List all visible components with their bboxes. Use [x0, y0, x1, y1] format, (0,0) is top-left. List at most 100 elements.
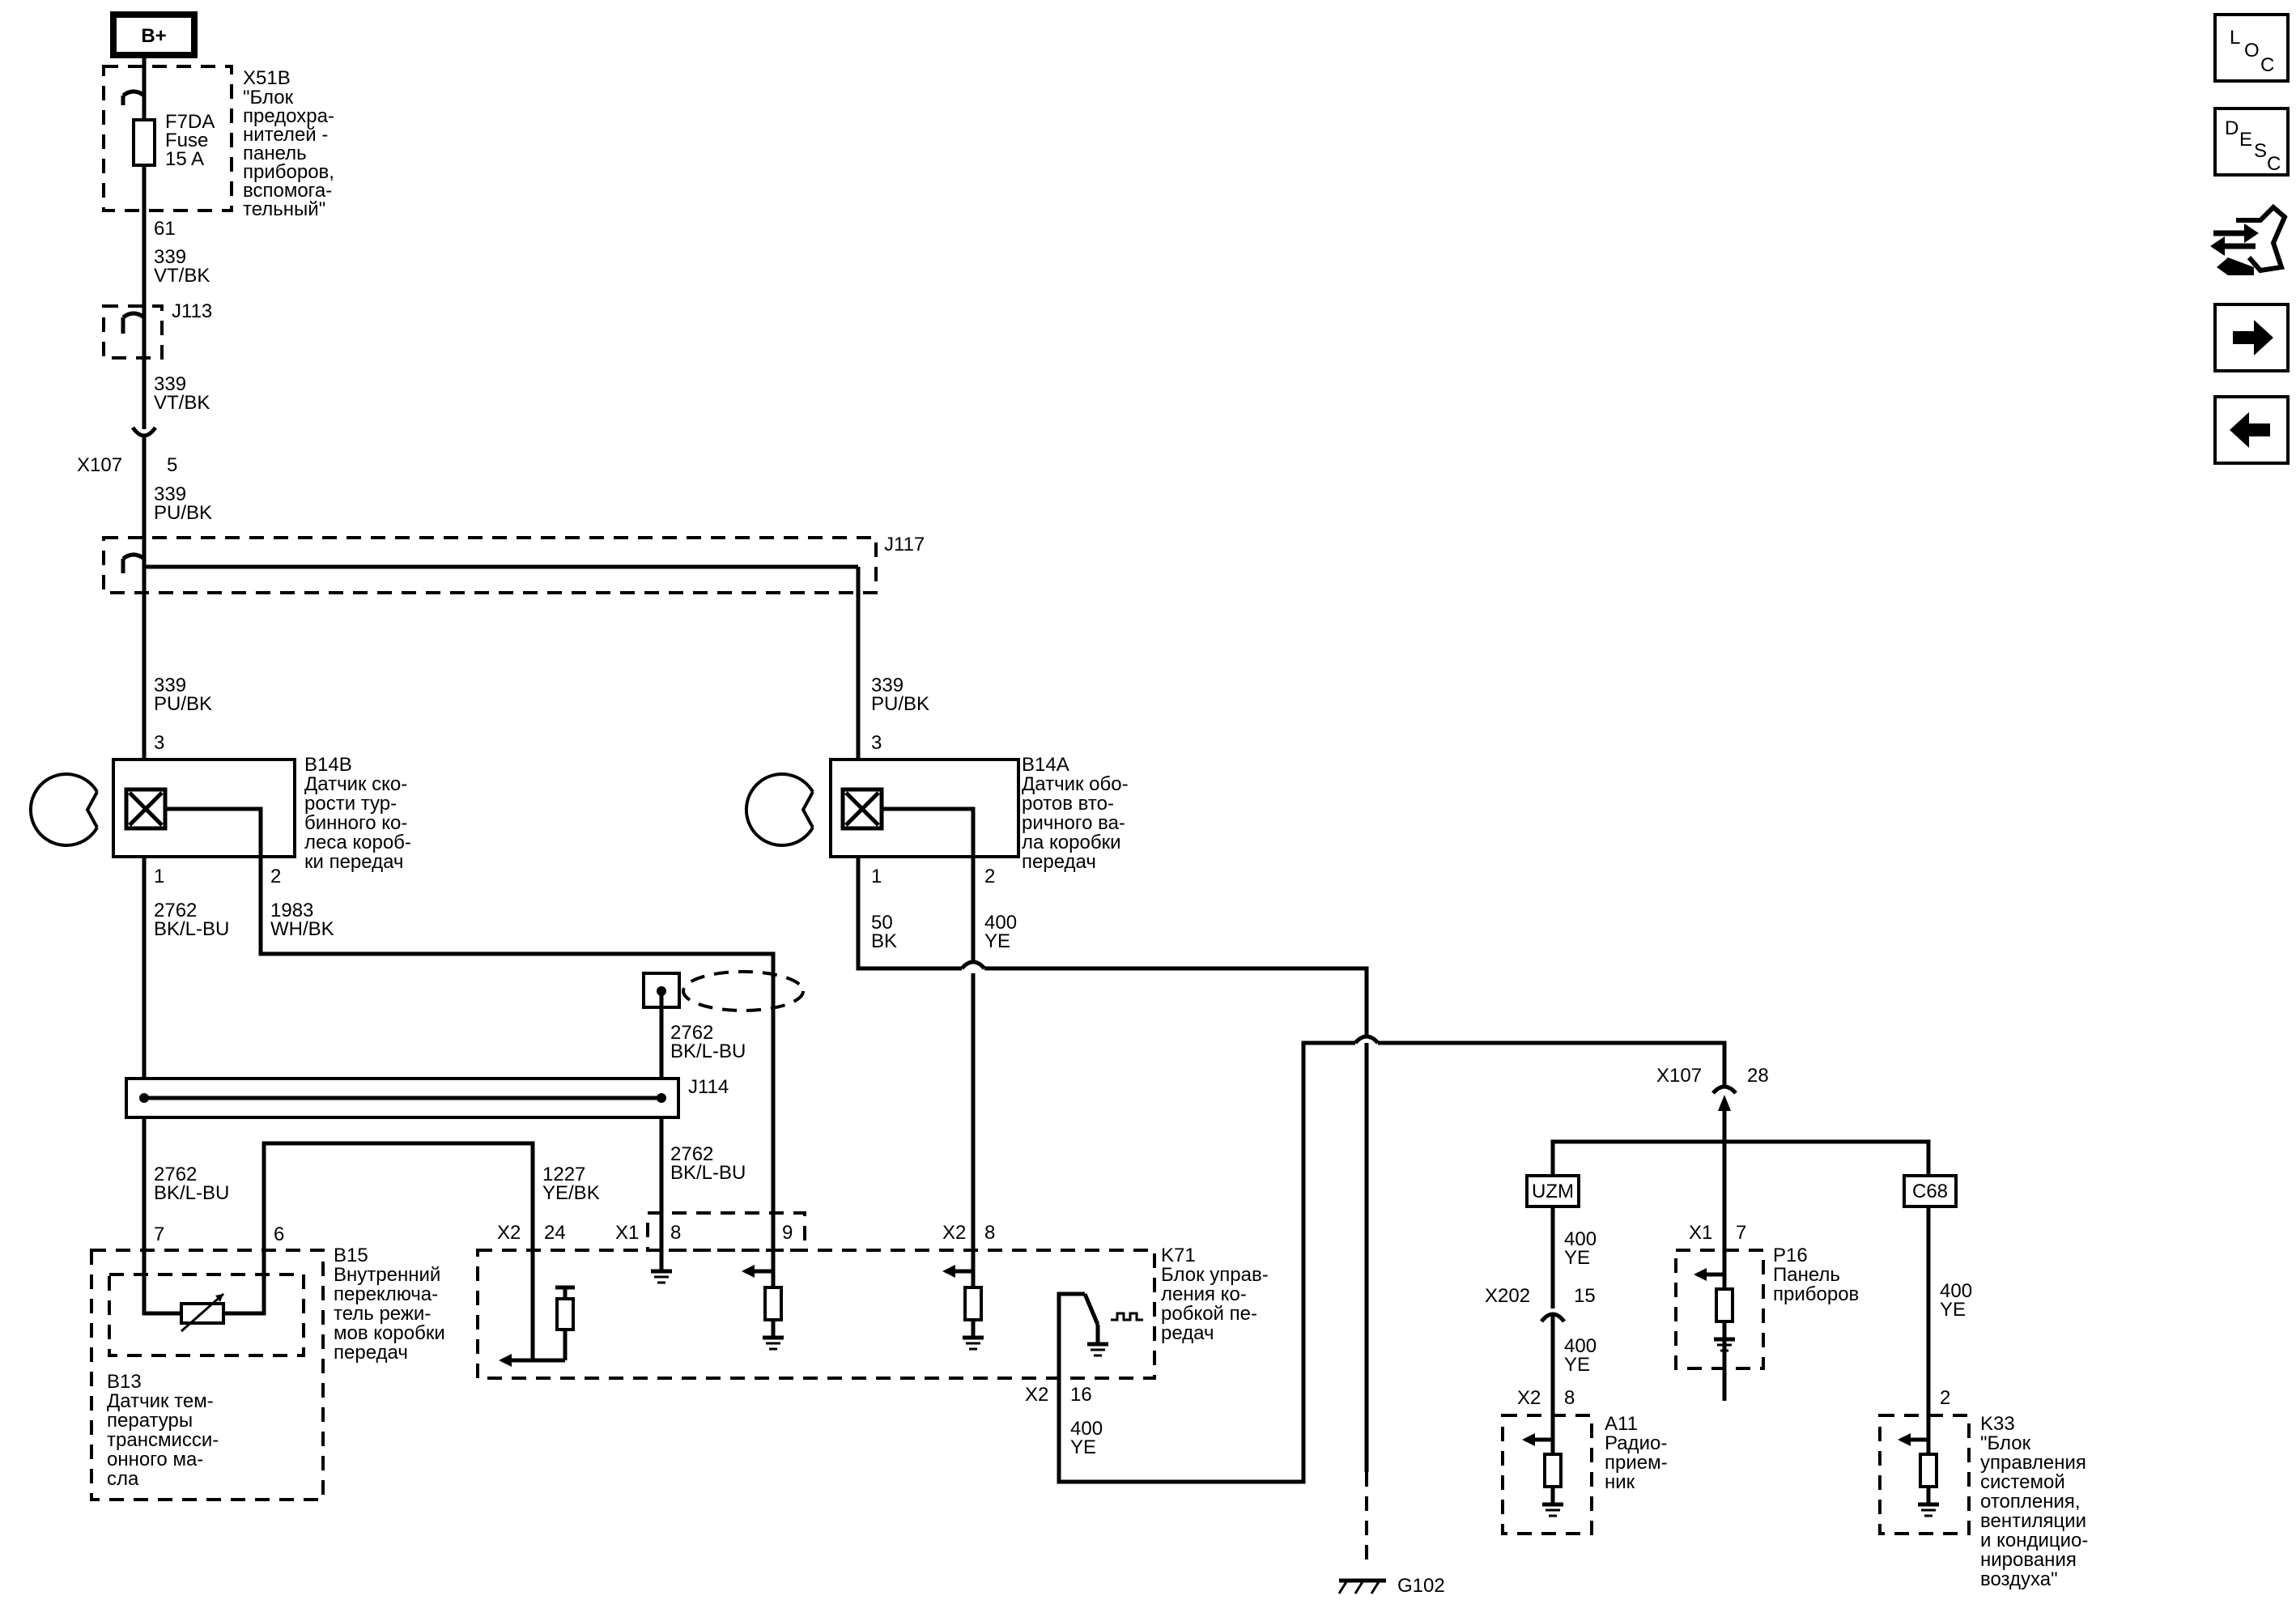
svg-text:BK/L-BU: BK/L-BU — [154, 918, 229, 940]
svg-text:X2: X2 — [1517, 1387, 1541, 1409]
svg-text:ротов вто-: ротов вто- — [1022, 793, 1114, 815]
wire-339-vtbk-a: 339 VT/BK — [154, 246, 210, 287]
switch-b15: 7 6 B15 Внутренний переключа- тель режи-… — [90, 1223, 445, 1501]
splice-uzm: UZM — [1525, 1174, 1580, 1208]
svg-text:X107: X107 — [77, 454, 122, 476]
svg-text:тель режи-: тель режи- — [334, 1303, 431, 1325]
svg-text:D: D — [2225, 117, 2239, 139]
wire-400-d: 400 YE — [1564, 1335, 1597, 1376]
svg-text:BK/L-BU: BK/L-BU — [670, 1040, 746, 1062]
module-k71: X2 24 X1 8 9 X2 8 X2 16 K71 Блок управ- … — [476, 1211, 1269, 1472]
svg-text:трансмисси-: трансмисси- — [107, 1429, 219, 1451]
svg-text:2: 2 — [270, 866, 281, 887]
svg-text:передач: передач — [334, 1342, 408, 1364]
svg-text:X1: X1 — [1689, 1222, 1712, 1244]
svg-text:2762: 2762 — [154, 900, 197, 921]
desc-button[interactable]: D E S C — [2213, 107, 2290, 177]
svg-text:339: 339 — [154, 246, 186, 268]
svg-text:400: 400 — [1940, 1280, 1972, 1302]
fuse-f7da-label: F7DA Fuse 15 A — [165, 111, 215, 170]
svg-text:X2: X2 — [1025, 1384, 1048, 1406]
svg-text:онного ма-: онного ма- — [107, 1449, 203, 1470]
svg-text:леса короб-: леса короб- — [304, 832, 411, 853]
svg-text:7: 7 — [1736, 1222, 1746, 1244]
svg-text:J117: J117 — [884, 534, 925, 555]
svg-text:Радио-: Радио- — [1605, 1432, 1667, 1454]
svg-text:отопления,: отопления, — [1980, 1491, 2081, 1513]
svg-text:панель: панель — [243, 143, 307, 164]
connector-x107-pin28: X107 28 — [1656, 1065, 1769, 1111]
svg-text:BK/L-BU: BK/L-BU — [670, 1162, 746, 1184]
splice-c68: C68 — [1903, 1174, 1958, 1208]
svg-text:J113: J113 — [172, 300, 212, 322]
svg-text:8: 8 — [670, 1222, 681, 1244]
shield-drain: 2762 BK/L-BU — [642, 970, 805, 1245]
svg-text:J114: J114 — [688, 1076, 729, 1098]
svg-text:мов коробки: мов коробки — [334, 1322, 445, 1344]
svg-text:Внутренний: Внутренний — [334, 1264, 440, 1286]
sensor-b13: B13 Датчик тем- пературы трансмисси- онн… — [107, 1371, 219, 1490]
svg-text:15: 15 — [1574, 1285, 1596, 1307]
fuse-pin-label: 61 — [154, 218, 176, 240]
wire-1227: 1227 YE/BK — [542, 1164, 600, 1204]
wire-339-vtbk-b: 339 VT/BK — [154, 373, 210, 414]
svg-text:400: 400 — [1070, 1418, 1103, 1440]
svg-text:рости тур-: рости тур- — [304, 793, 397, 815]
svg-text:WH/BK: WH/BK — [270, 918, 334, 940]
svg-text:приборов: приборов — [1773, 1283, 1859, 1305]
svg-text:ления ко-: ления ко- — [1161, 1283, 1247, 1305]
svg-text:ричного ва-: ричного ва- — [1022, 812, 1125, 834]
svg-text:нирования: нирования — [1980, 1549, 2077, 1571]
svg-text:400: 400 — [984, 912, 1017, 934]
svg-text:X107: X107 — [1656, 1065, 1702, 1087]
ground-g102-icon: G102 — [1337, 1575, 1445, 1597]
svg-text:X2: X2 — [942, 1222, 966, 1244]
svg-text:16: 16 — [1070, 1384, 1092, 1406]
fuse-block-name: "Блок предохра- нителей - панель приборо… — [243, 87, 334, 220]
svg-text:2762: 2762 — [154, 1164, 197, 1185]
wire-400-b: 400 YE — [1070, 1418, 1103, 1458]
svg-text:50: 50 — [871, 912, 893, 934]
svg-text:системой: системой — [1980, 1471, 2065, 1493]
svg-text:UZM: UZM — [1532, 1181, 1574, 1202]
svg-text:400: 400 — [1564, 1228, 1597, 1250]
svg-text:6: 6 — [274, 1223, 284, 1245]
svg-text:VT/BK: VT/BK — [154, 392, 210, 414]
sensor-b14a: 3 B14A Датчик обо- ротов вто- ричного ва… — [744, 732, 1129, 887]
svg-text:Панель: Панель — [1773, 1264, 1840, 1286]
wire-400-c: 400 YE — [1564, 1228, 1597, 1269]
arrow-right-icon[interactable] — [2213, 303, 2290, 372]
connector-tool-icon[interactable] — [2210, 203, 2288, 275]
loc-button[interactable]: L O C — [2213, 13, 2290, 83]
svg-text:2762: 2762 — [670, 1022, 713, 1044]
svg-text:F7DA: F7DA — [165, 111, 215, 133]
svg-text:Блок управ-: Блок управ- — [1161, 1264, 1269, 1286]
wire-339-pubk-b: 339 PU/BK — [154, 674, 212, 715]
svg-text:339: 339 — [154, 373, 186, 395]
svg-text:YE: YE — [1564, 1354, 1590, 1376]
svg-text:VT/BK: VT/BK — [154, 265, 210, 287]
wire-2762-d: 2762 BK/L-BU — [670, 1143, 746, 1184]
svg-text:15 A: 15 A — [165, 148, 204, 170]
svg-text:YE: YE — [1564, 1247, 1590, 1269]
svg-text:YE: YE — [984, 930, 1010, 952]
b14b-pin3: 3 — [154, 732, 164, 754]
module-k33: 2 K33 "Блок управления системой отоплени… — [1878, 1387, 2088, 1590]
fuse-block-x51b: X51B "Блок предохра- нителей - панель пр… — [102, 65, 334, 220]
svg-text:B15: B15 — [334, 1245, 368, 1266]
svg-text:передач: передач — [1022, 851, 1096, 873]
wire-2762-c: 2762 BK/L-BU — [154, 1164, 229, 1204]
svg-text:прием-: прием- — [1605, 1452, 1668, 1474]
svg-text:1983: 1983 — [270, 900, 313, 921]
svg-text:400: 400 — [1564, 1335, 1597, 1357]
arrow-left-icon[interactable] — [2213, 395, 2290, 465]
svg-text:ки передач: ки передач — [304, 851, 403, 873]
svg-text:"Блок: "Блок — [1980, 1432, 2031, 1454]
svg-text:робкой пе-: робкой пе- — [1161, 1303, 1257, 1325]
svg-text:1: 1 — [871, 866, 882, 887]
svg-text:8: 8 — [984, 1222, 995, 1244]
svg-text:X1: X1 — [615, 1222, 639, 1244]
svg-text:вентиляции: вентиляции — [1980, 1510, 2086, 1532]
svg-text:приборов,: приборов, — [243, 161, 334, 183]
